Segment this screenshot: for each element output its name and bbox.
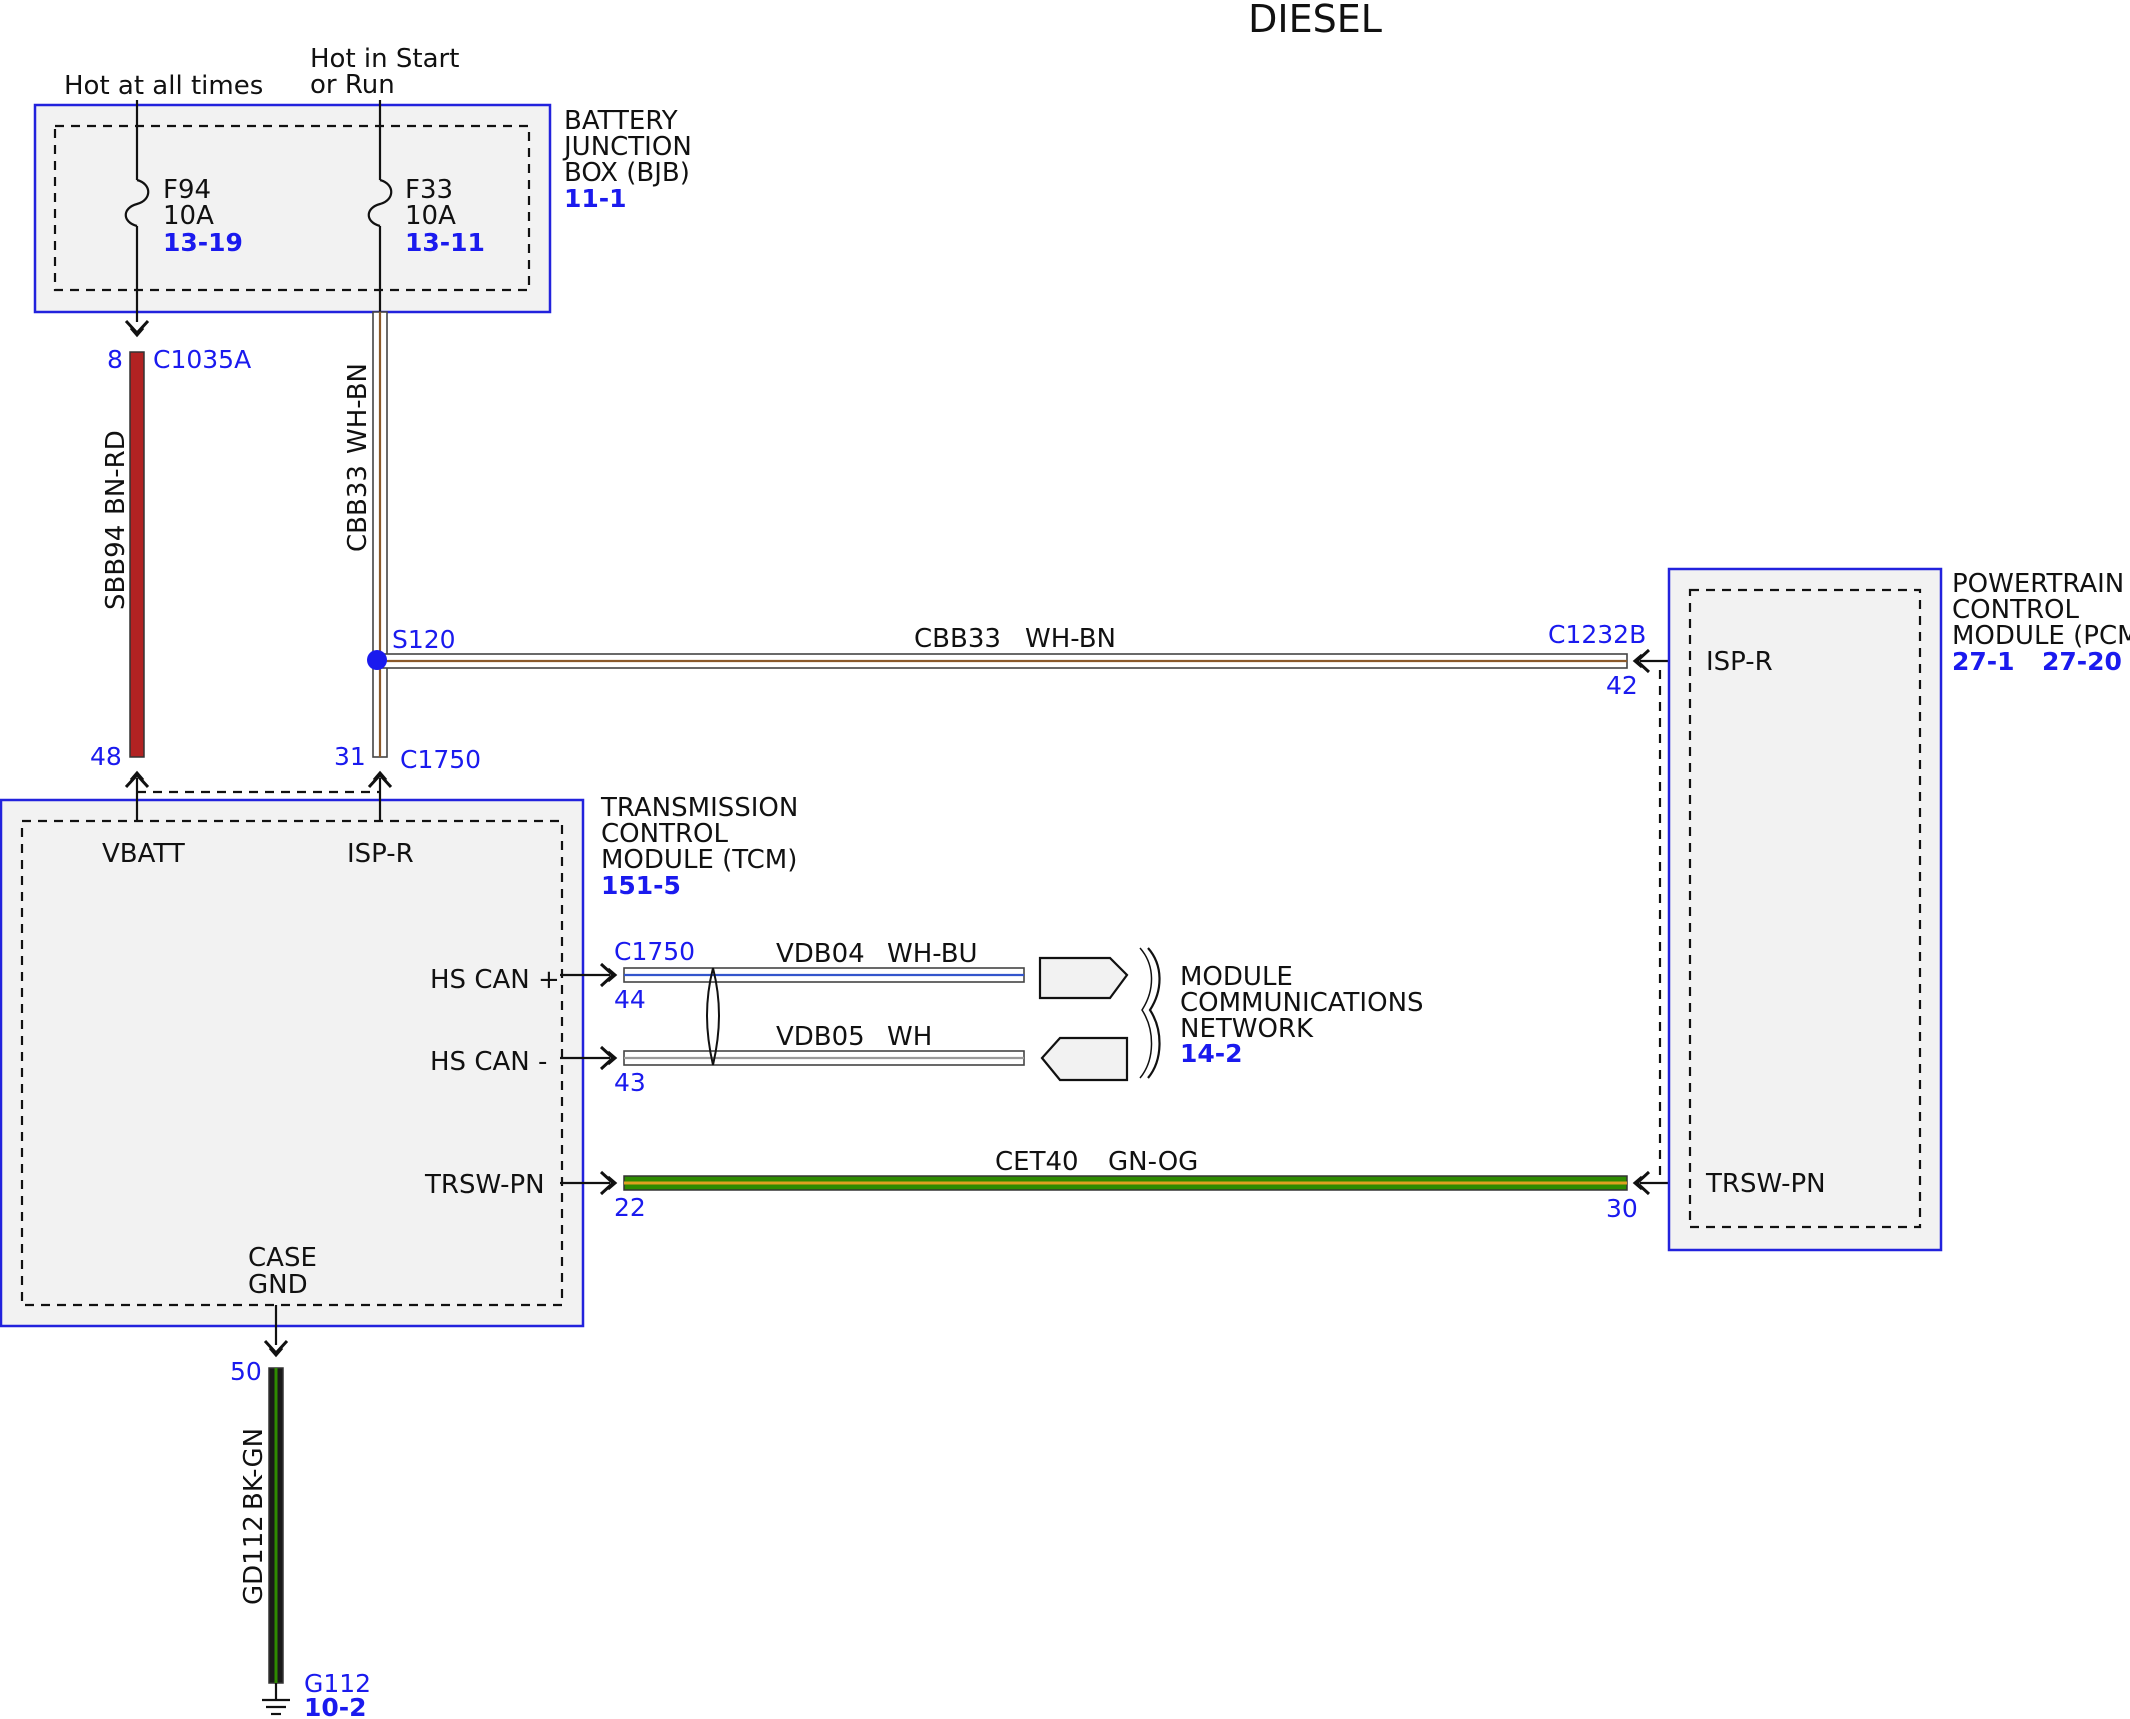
pcm-name-line1: POWERTRAIN [1952,569,2124,599]
network-brace-icon [1147,947,1161,1079]
ground-ref: 10-2 [304,1693,367,1719]
tcm-pin-vbatt: VBATT [102,839,185,869]
tcm-pin-isp-r: ISP-R [347,839,414,869]
c1750-label-top: C1750 [400,745,481,774]
twisted-pair-icon [706,967,720,1066]
tcm-case-gnd-line2: GND [248,1270,308,1300]
c1035a-arrow-icon [124,319,150,337]
wire-vdb04-color: WH-BU [887,939,978,969]
can-plus-connector-icon [1038,956,1129,1000]
c1232b-pin-trsw: 30 [1606,1194,1638,1223]
ground-label: G112 [304,1669,371,1698]
network-ref: 14-2 [1180,1039,1243,1068]
fuse-f94-rating: 10A [163,201,214,231]
bjb-name-line1: BATTERY [564,106,678,136]
wire-vdb04-circuit: VDB04 [776,939,865,969]
wire-sbb94 [129,351,145,758]
bjb-ref: 11-1 [564,184,627,213]
c1750-label-can: C1750 [614,937,695,966]
c1750-pin-can-minus: 43 [614,1068,646,1097]
wire-cet40-color: GN-OG [1108,1147,1198,1177]
c1035a-pin-top: 8 [107,345,123,374]
pcm-name-line3: MODULE (PCM) [1952,621,2130,651]
tcm-name-line2: CONTROL [601,819,728,849]
hot-in-start-label: Hot in Start [310,44,459,74]
pcm-pin-trsw-pn: TRSW-PN [1705,1169,1826,1199]
network-name-line1: MODULE [1180,962,1293,992]
c1232b-pin-isp: 42 [1606,671,1638,700]
page-title: DIESEL [1248,0,1382,41]
network-name-line3: NETWORK [1180,1014,1314,1044]
fuse-f94-id: F94 [163,175,211,205]
wire-gd112-circuit: GD112 [239,1515,269,1605]
fuse-f94-ref: 13-19 [163,228,243,257]
wire-vdb05-color: WH [887,1022,932,1052]
fuse-f33-ref: 13-11 [405,228,485,257]
wire-gd112 [268,1367,284,1684]
pcm-name-line2: CONTROL [1952,595,2079,625]
wire-cbb33-vertical-circuit: CBB33 [343,465,373,552]
pcm-ref-2: 27-20 [2042,647,2122,676]
battery-junction-box [33,103,552,314]
splice-s120-label: S120 [392,625,456,654]
bjb-name-line2: JUNCTION [562,132,692,162]
fuse-f94-symbol [124,100,150,322]
pcm-pin-isp-r: ISP-R [1706,647,1773,677]
tcm-pin-hs-can-plus: HS CAN + [430,965,560,995]
c1035a-pin-bottom: 48 [90,742,122,771]
c1750-pin-can-plus: 44 [614,985,646,1014]
c1232b-label: C1232B [1548,620,1646,649]
c1035a-label: C1035A [153,345,251,374]
c1750-pin-isp: 31 [334,742,366,771]
c1750-pin-trsw: 22 [614,1193,646,1222]
wire-vdb04 [623,967,1025,983]
tcm-ref: 151-5 [601,871,681,900]
wire-cbb33-horizontal-color: WH-BN [1025,624,1116,654]
wire-cbb33-horizontal [379,653,1628,669]
fuse-f33-symbol [367,100,393,312]
tcm-module [0,778,585,1328]
tcm-name-line1: TRANSMISSION [600,793,798,823]
fuse-f33-rating: 10A [405,201,456,231]
wire-cbb33-horizontal-circuit: CBB33 [914,624,1001,654]
wire-cet40 [623,1175,1628,1191]
tcm-name-line3: MODULE (TCM) [601,845,797,875]
wire-vdb05-circuit: VDB05 [776,1022,865,1052]
bjb-name-line3: BOX (BJB) [564,158,690,188]
hot-at-all-times-label: Hot at all times [64,71,263,101]
can-minus-connector-icon [1040,1036,1129,1082]
network-name-line2: COMMUNICATIONS [1180,988,1424,1018]
wire-cbb33-vertical [372,311,388,758]
splice-s120-dot [367,650,387,670]
gnd-pin-label: 50 [230,1357,262,1386]
wire-gd112-color: BK-GN [239,1428,269,1510]
tcm-pin-trsw-pn: TRSW-PN [424,1170,545,1200]
wire-cbb33-vertical-color: WH-BN [343,363,373,454]
wire-sbb94-color: BN-RD [101,430,131,515]
fuse-f33-id: F33 [405,175,453,205]
wire-vdb05 [623,1050,1025,1066]
pcm-ref-1: 27-1 [1952,647,2015,676]
wire-sbb94-circuit: SBB94 [101,525,131,610]
or-run-label: or Run [310,70,395,100]
pcm-module [1667,567,1943,1252]
tcm-pin-hs-can-minus: HS CAN - [430,1047,547,1077]
wire-cet40-circuit: CET40 [995,1147,1079,1177]
tcm-case-gnd-line1: CASE [248,1243,317,1273]
ground-icon [262,1683,290,1716]
